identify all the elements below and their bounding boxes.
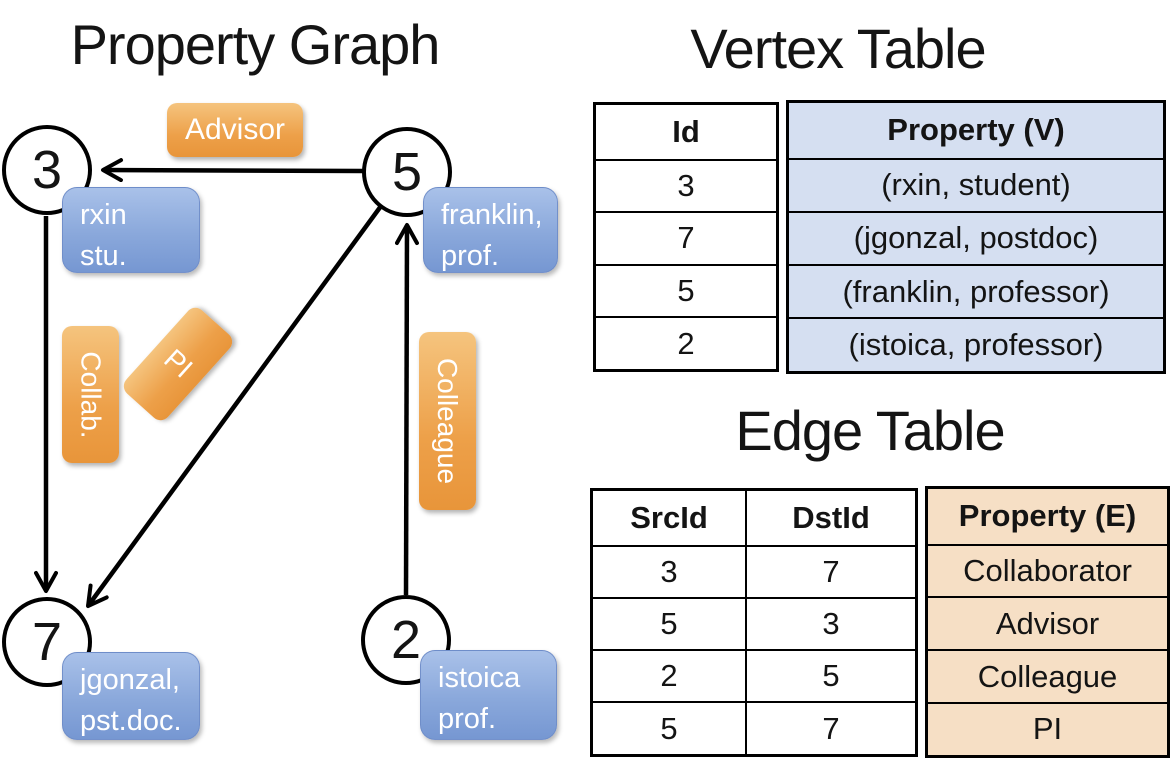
edge-label-text: Advisor (184, 113, 286, 146)
edge-label-colleague: Colleague (419, 332, 476, 510)
vertex-id-label: 3 (31, 140, 63, 200)
vertex-table-id-cell: 3 (593, 158, 779, 214)
edge-label-advisor: Advisor (167, 103, 303, 157)
vertex-table-id-cell: 2 (593, 316, 779, 372)
vertex-table-id-cell: 7 (593, 211, 779, 266)
vertex-id-label: 5 (391, 142, 423, 202)
edge-table-src-cell: 5 (590, 701, 747, 757)
vertex-property-card-jgonzal: jgonzal, pst.doc. (62, 652, 200, 740)
edge-table-property-cell: Collaborator (925, 543, 1170, 599)
vertex-property-line: jgonzal, (80, 664, 180, 696)
vertex-property-line: istoica (438, 662, 521, 694)
edge-table-property-header: Property (E) (925, 486, 1170, 546)
edge-table-dst-cell: 7 (745, 544, 918, 599)
vertex-table-id-cell: 5 (593, 263, 779, 319)
edge-table-src-header: SrcId (590, 488, 747, 547)
vertex-table-property-column: Property (V) (rxin, student) (jgonzal, p… (786, 100, 1166, 374)
vertex-id-label: 7 (31, 612, 63, 672)
edge-label-collab: Collab. (62, 326, 119, 463)
vertex-table-title: Vertex Table (690, 17, 986, 80)
edge-table-dst-cell: 3 (745, 596, 918, 652)
edge-label-pi: PI (119, 303, 237, 425)
edge-table-property-column: Property (E) Collaborator Advisor Collea… (925, 486, 1170, 758)
vertex-property-line: prof. (438, 703, 497, 736)
edge-table-src-cell: 2 (590, 649, 747, 704)
vertex-property-card-franklin: franklin, prof. (423, 187, 558, 273)
edge-table-property-cell: PI (925, 701, 1170, 758)
edge-table-src-dst-columns: SrcId DstId 3 7 5 3 2 5 5 7 (590, 488, 918, 757)
edge-label-text: PI (158, 343, 199, 385)
edge-table-dst-header: DstId (745, 488, 918, 547)
vertex-table-property-cell: (franklin, professor) (786, 264, 1166, 320)
vertex-table-id-header: Id (593, 102, 779, 161)
edge-table-title: Edge Table (735, 399, 1005, 462)
vertex-circle-5: 5 (362, 127, 452, 217)
vertex-property-card-rxin: rxin stu. (62, 187, 200, 273)
vertex-table-property-cell: (rxin, student) (786, 157, 1166, 213)
vertex-table-property-header: Property (V) (786, 100, 1166, 160)
edge-label-text: Colleague (432, 357, 464, 485)
property-graph-title: Property Graph (70, 13, 441, 76)
vertex-circle-3: 3 (2, 125, 92, 215)
vertex-id-label: 2 (390, 610, 422, 670)
vertex-property-line: stu. (80, 240, 127, 273)
edge-table-src-cell: 5 (590, 596, 747, 652)
edge-table-property-cell: Colleague (925, 649, 1170, 704)
vertex-property-line: prof. (441, 240, 500, 273)
vertex-table-property-cell: (istoica, professor) (786, 317, 1166, 374)
vertex-property-line: franklin, (441, 199, 543, 231)
edge-table-property-cell: Advisor (925, 596, 1170, 652)
edge-table-dst-cell: 7 (745, 701, 918, 757)
edge-table-dst-cell: 5 (745, 649, 918, 704)
vertex-table-property-cell: (jgonzal, postdoc) (786, 210, 1166, 267)
edge-colleague-line (394, 223, 419, 596)
edge-table-src-cell: 3 (590, 544, 747, 599)
vertex-table-id-column: Id 3 7 5 2 (593, 102, 779, 372)
edge-label-text: Collab. (75, 350, 107, 439)
edge-advisor-line (101, 158, 364, 183)
vertex-property-line: rxin (80, 199, 127, 231)
vertex-property-line: pst.doc. (80, 705, 182, 738)
vertex-property-card-istoica: istoica prof. (420, 650, 557, 740)
